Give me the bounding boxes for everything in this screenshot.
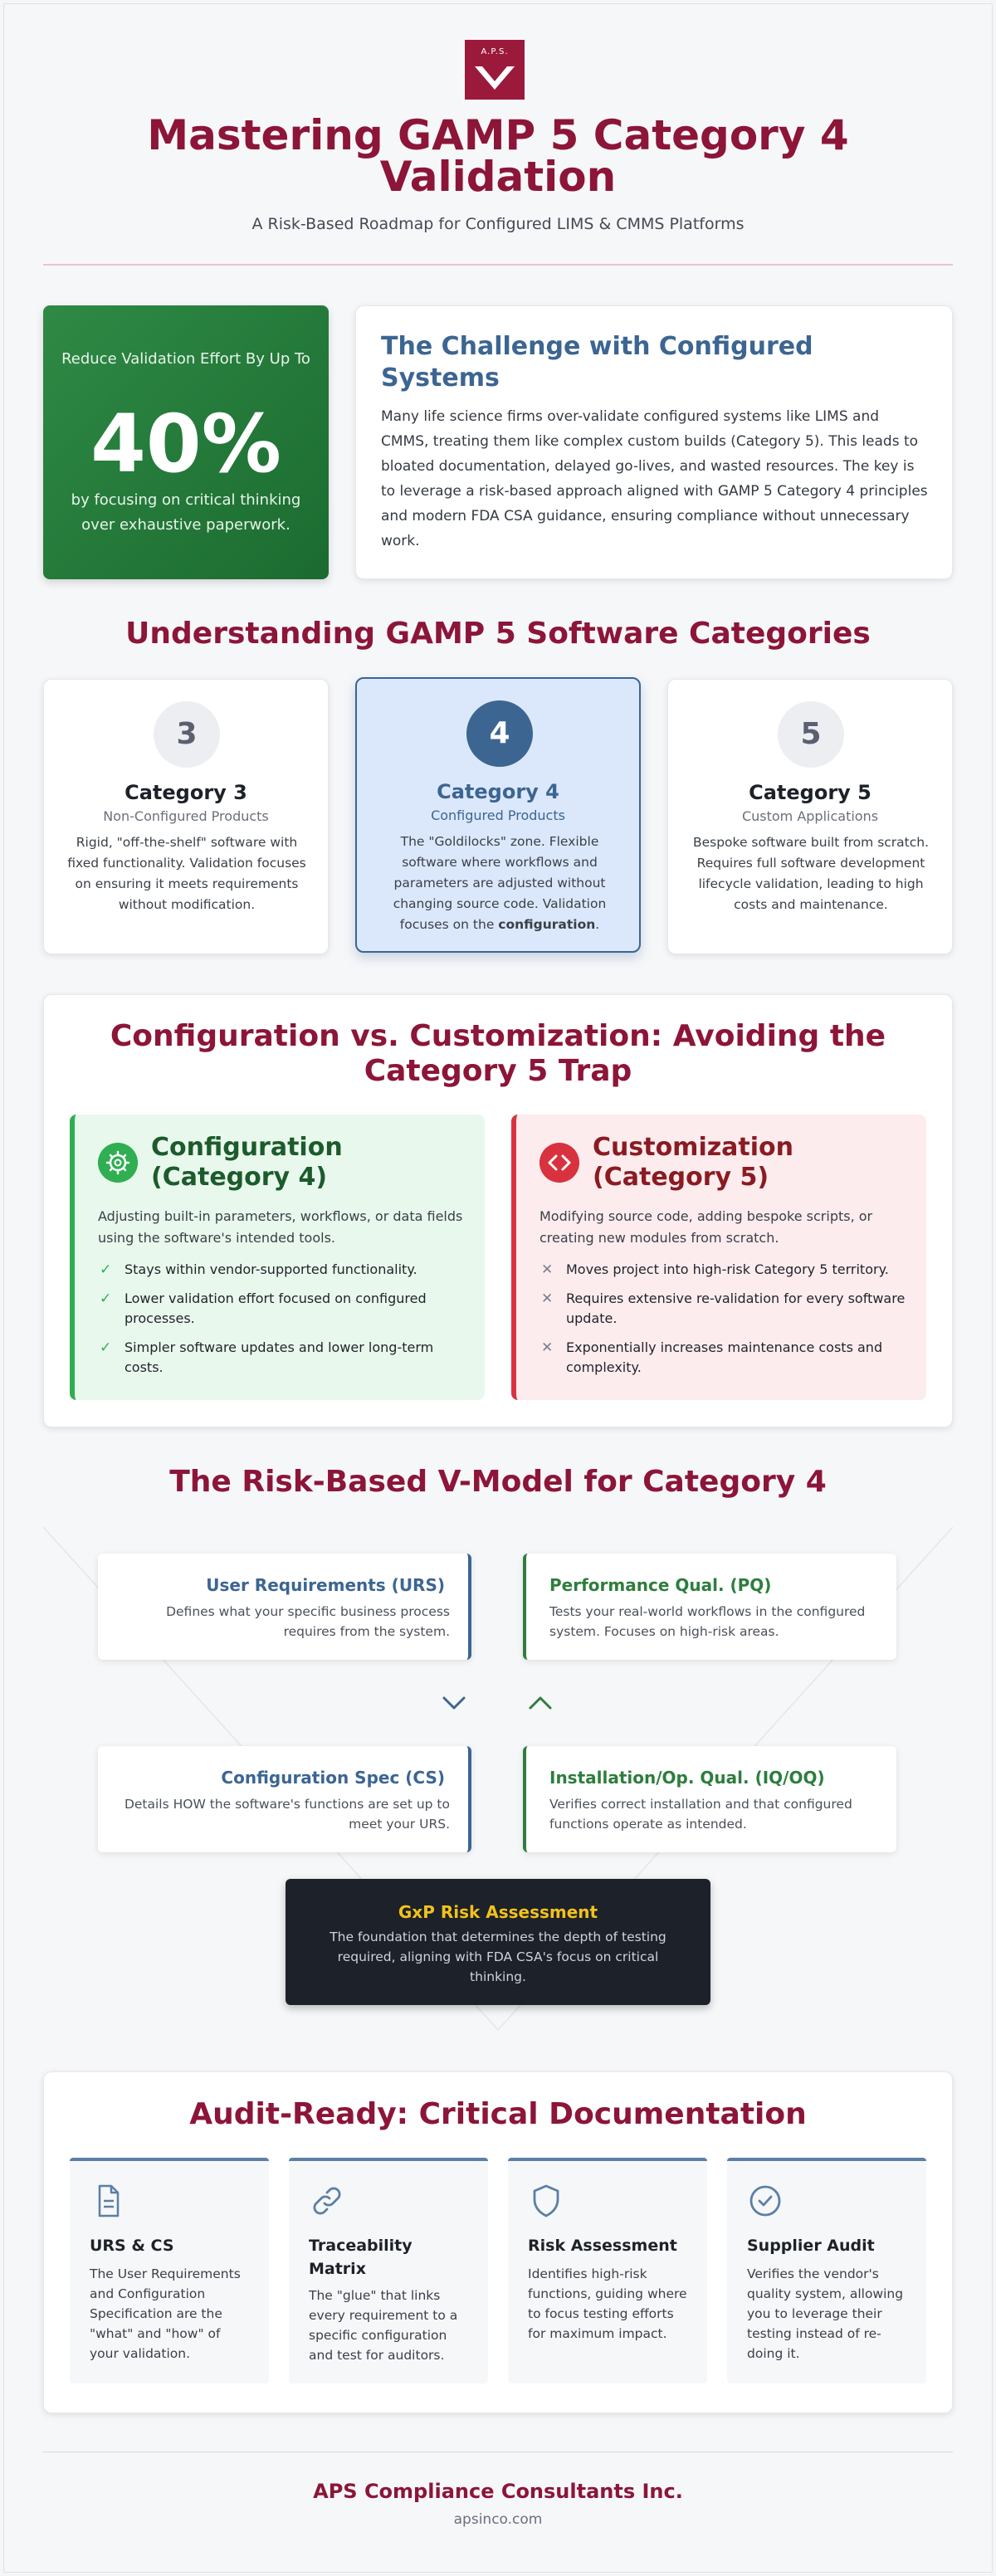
- cs-title: Configuration Spec (CS): [221, 1768, 445, 1788]
- list-item-text: Requires extensive re-validation for eve…: [566, 1290, 906, 1326]
- doc-desc: The "glue" that links every requirement …: [309, 2288, 458, 2363]
- documentation-title: Audit-Ready: Critical Documentation: [189, 2097, 807, 2131]
- stat-card: Reduce Validation Effort By Up To 40% by…: [43, 305, 329, 579]
- iqoq-title: Installation/Op. Qual. (IQ/OQ): [549, 1768, 825, 1788]
- configuration-panel: Configuration (Category 4) Adjusting bui…: [70, 1115, 485, 1400]
- check-icon: ✓: [100, 1290, 112, 1307]
- list-item: ✓ Lower validation effort focused on conf…: [98, 1289, 471, 1329]
- cs-desc: Details HOW the software's functions are…: [124, 1797, 450, 1832]
- x-icon: ✕: [541, 1339, 554, 1356]
- document-icon: [98, 2184, 120, 2217]
- category-type: Non-Configured Products: [103, 808, 269, 824]
- cs-box: Configuration Spec (CS) Details HOW the …: [98, 1746, 471, 1852]
- category-number: 3: [154, 701, 220, 768]
- code-icon: [540, 1143, 579, 1183]
- pq-title: Performance Qual. (PQ): [549, 1575, 772, 1595]
- category-number: 4: [466, 700, 533, 767]
- list-item: ✕ Moves project into high-risk Category 5…: [540, 1260, 913, 1280]
- doc-card-risk: Risk Assessment Identifies high-risk fun…: [508, 2158, 707, 2383]
- category-card-4: 4 Category 4 Configured Products The "Go…: [355, 677, 641, 953]
- risk-desc: The foundation that determines the depth…: [330, 1930, 666, 1984]
- challenge-title: The Challenge with Configured Systems: [381, 332, 813, 393]
- category-type: Configured Products: [431, 807, 565, 823]
- doc-title: Supplier Audit: [747, 2237, 875, 2255]
- chevron-down-icon: [442, 1696, 466, 1710]
- customization-title: Customization (Category 5): [593, 1133, 794, 1192]
- iqoq-desc: Verifies correct installation and that c…: [549, 1797, 852, 1832]
- doc-title: Traceability Matrix: [309, 2237, 413, 2278]
- categories-title: Understanding GAMP 5 Software Categories: [125, 617, 871, 651]
- check-icon: ✓: [100, 1339, 112, 1356]
- shield-icon: [533, 2184, 559, 2217]
- doc-desc: The User Requirements and Configuration …: [90, 2266, 241, 2361]
- footer-url[interactable]: apsinco.com: [453, 2511, 543, 2528]
- header-divider: [43, 264, 953, 266]
- risk-title: GxP Risk Assessment: [398, 1902, 598, 1922]
- list-item: ✕ Exponentially increases maintenance cos…: [540, 1338, 913, 1378]
- v-shape-background: [43, 1527, 953, 2032]
- stat-caption-top: Reduce Validation Effort By Up To: [61, 350, 310, 368]
- configuration-intro: Adjusting built-in parameters, workflows…: [98, 1208, 463, 1246]
- category-name: Category 3: [124, 781, 247, 804]
- iqoq-box: Installation/Op. Qual. (IQ/OQ) Verifies …: [523, 1746, 896, 1852]
- list-item-text: Simpler software updates and lower long-…: [124, 1339, 434, 1375]
- logo-text: A.P.S.: [481, 47, 508, 56]
- doc-desc: Verifies the vendor's quality system, al…: [747, 2266, 904, 2361]
- category-desc: Rigid, "off-the-shelf" software with fix…: [67, 835, 306, 912]
- list-item: ✕ Requires extensive re-validation for ev…: [540, 1289, 913, 1329]
- doc-card-supplier: Supplier Audit Verifies the vendor's qua…: [727, 2158, 926, 2383]
- list-item: ✓ Stays within vendor-supported functiona…: [98, 1260, 471, 1280]
- stat-value: 40%: [90, 398, 281, 490]
- challenge-card: The Challenge with Configured Systems Ma…: [355, 305, 953, 579]
- risk-assessment-box: GxP Risk Assessment The foundation that …: [286, 1879, 710, 2005]
- category-card-5: 5 Category 5 Custom Applications Bespoke…: [667, 679, 953, 954]
- link-icon: [313, 2187, 341, 2215]
- check-circle-icon: [749, 2185, 781, 2217]
- footer-company: APS Compliance Consultants Inc.: [313, 2480, 683, 2503]
- doc-desc: Identifies high-risk functions, guiding …: [528, 2266, 687, 2341]
- customization-panel: Customization (Category 5) Modifying sou…: [511, 1115, 926, 1400]
- doc-title: URS & CS: [90, 2237, 174, 2255]
- list-item-text: Exponentially increases maintenance cost…: [566, 1339, 883, 1375]
- list-item-text: Stays within vendor-supported functional…: [124, 1261, 417, 1277]
- chevron-up-icon: [529, 1696, 552, 1710]
- challenge-body: Many life science firms over-validate co…: [381, 408, 928, 549]
- list-item: ✓ Simpler software updates and lower long…: [98, 1338, 471, 1378]
- category-number: 5: [778, 701, 844, 768]
- category-desc-end: .: [595, 917, 600, 932]
- customization-intro: Modifying source code, adding bespoke sc…: [540, 1208, 873, 1246]
- doc-card-urs-cs: URS & CS The User Requirements and Confi…: [70, 2158, 269, 2383]
- page-title: Mastering GAMP 5 Category 4 Validation: [147, 111, 849, 201]
- category-desc: Bespoke software built from scratch. Req…: [692, 835, 930, 912]
- category-name: Category 5: [749, 781, 872, 804]
- doc-card-traceability: Traceability Matrix The "glue" that link…: [289, 2158, 488, 2383]
- pq-desc: Tests your real-world workflows in the c…: [549, 1604, 866, 1639]
- customization-list: ✕ Moves project into high-risk Category 5…: [540, 1260, 913, 1387]
- configuration-list: ✓ Stays within vendor-supported functiona…: [98, 1260, 471, 1387]
- configuration-title: Configuration (Category 4): [151, 1133, 343, 1192]
- category-card-3: 3 Category 3 Non-Configured Products Rig…: [43, 679, 329, 954]
- urs-desc: Defines what your specific business proc…: [166, 1604, 450, 1639]
- x-icon: ✕: [541, 1261, 554, 1278]
- vmodel-title: The Risk-Based V-Model for Category 4: [169, 1465, 827, 1499]
- comparison-title: Configuration vs. Customization: Avoidin…: [110, 1019, 886, 1088]
- category-name: Category 4: [437, 780, 559, 803]
- category-type: Custom Applications: [741, 808, 879, 824]
- pq-box: Performance Qual. (PQ) Tests your real-w…: [523, 1554, 896, 1660]
- stat-caption-bottom: by focusing on critical thinking over ex…: [71, 491, 301, 534]
- page-subtitle: A Risk-Based Roadmap for Configured LIMS…: [251, 215, 745, 233]
- urs-box: User Requirements (URS) Defines what you…: [98, 1554, 471, 1660]
- category-desc-text: The "Goldilocks" zone. Flexible software…: [393, 834, 607, 932]
- x-icon: ✕: [541, 1290, 554, 1307]
- aps-logo: A.P.S.: [465, 40, 525, 100]
- category-desc-bold: configuration: [498, 917, 596, 932]
- doc-title: Risk Assessment: [528, 2237, 677, 2255]
- list-item-text: Moves project into high-risk Category 5 …: [566, 1261, 889, 1277]
- category-desc: The "Goldilocks" zone. Flexible software…: [378, 832, 621, 935]
- urs-title: User Requirements (URS): [206, 1575, 445, 1595]
- check-icon: ✓: [100, 1261, 112, 1278]
- gear-icon: [98, 1143, 138, 1183]
- list-item-text: Lower validation effort focused on confi…: [124, 1290, 427, 1326]
